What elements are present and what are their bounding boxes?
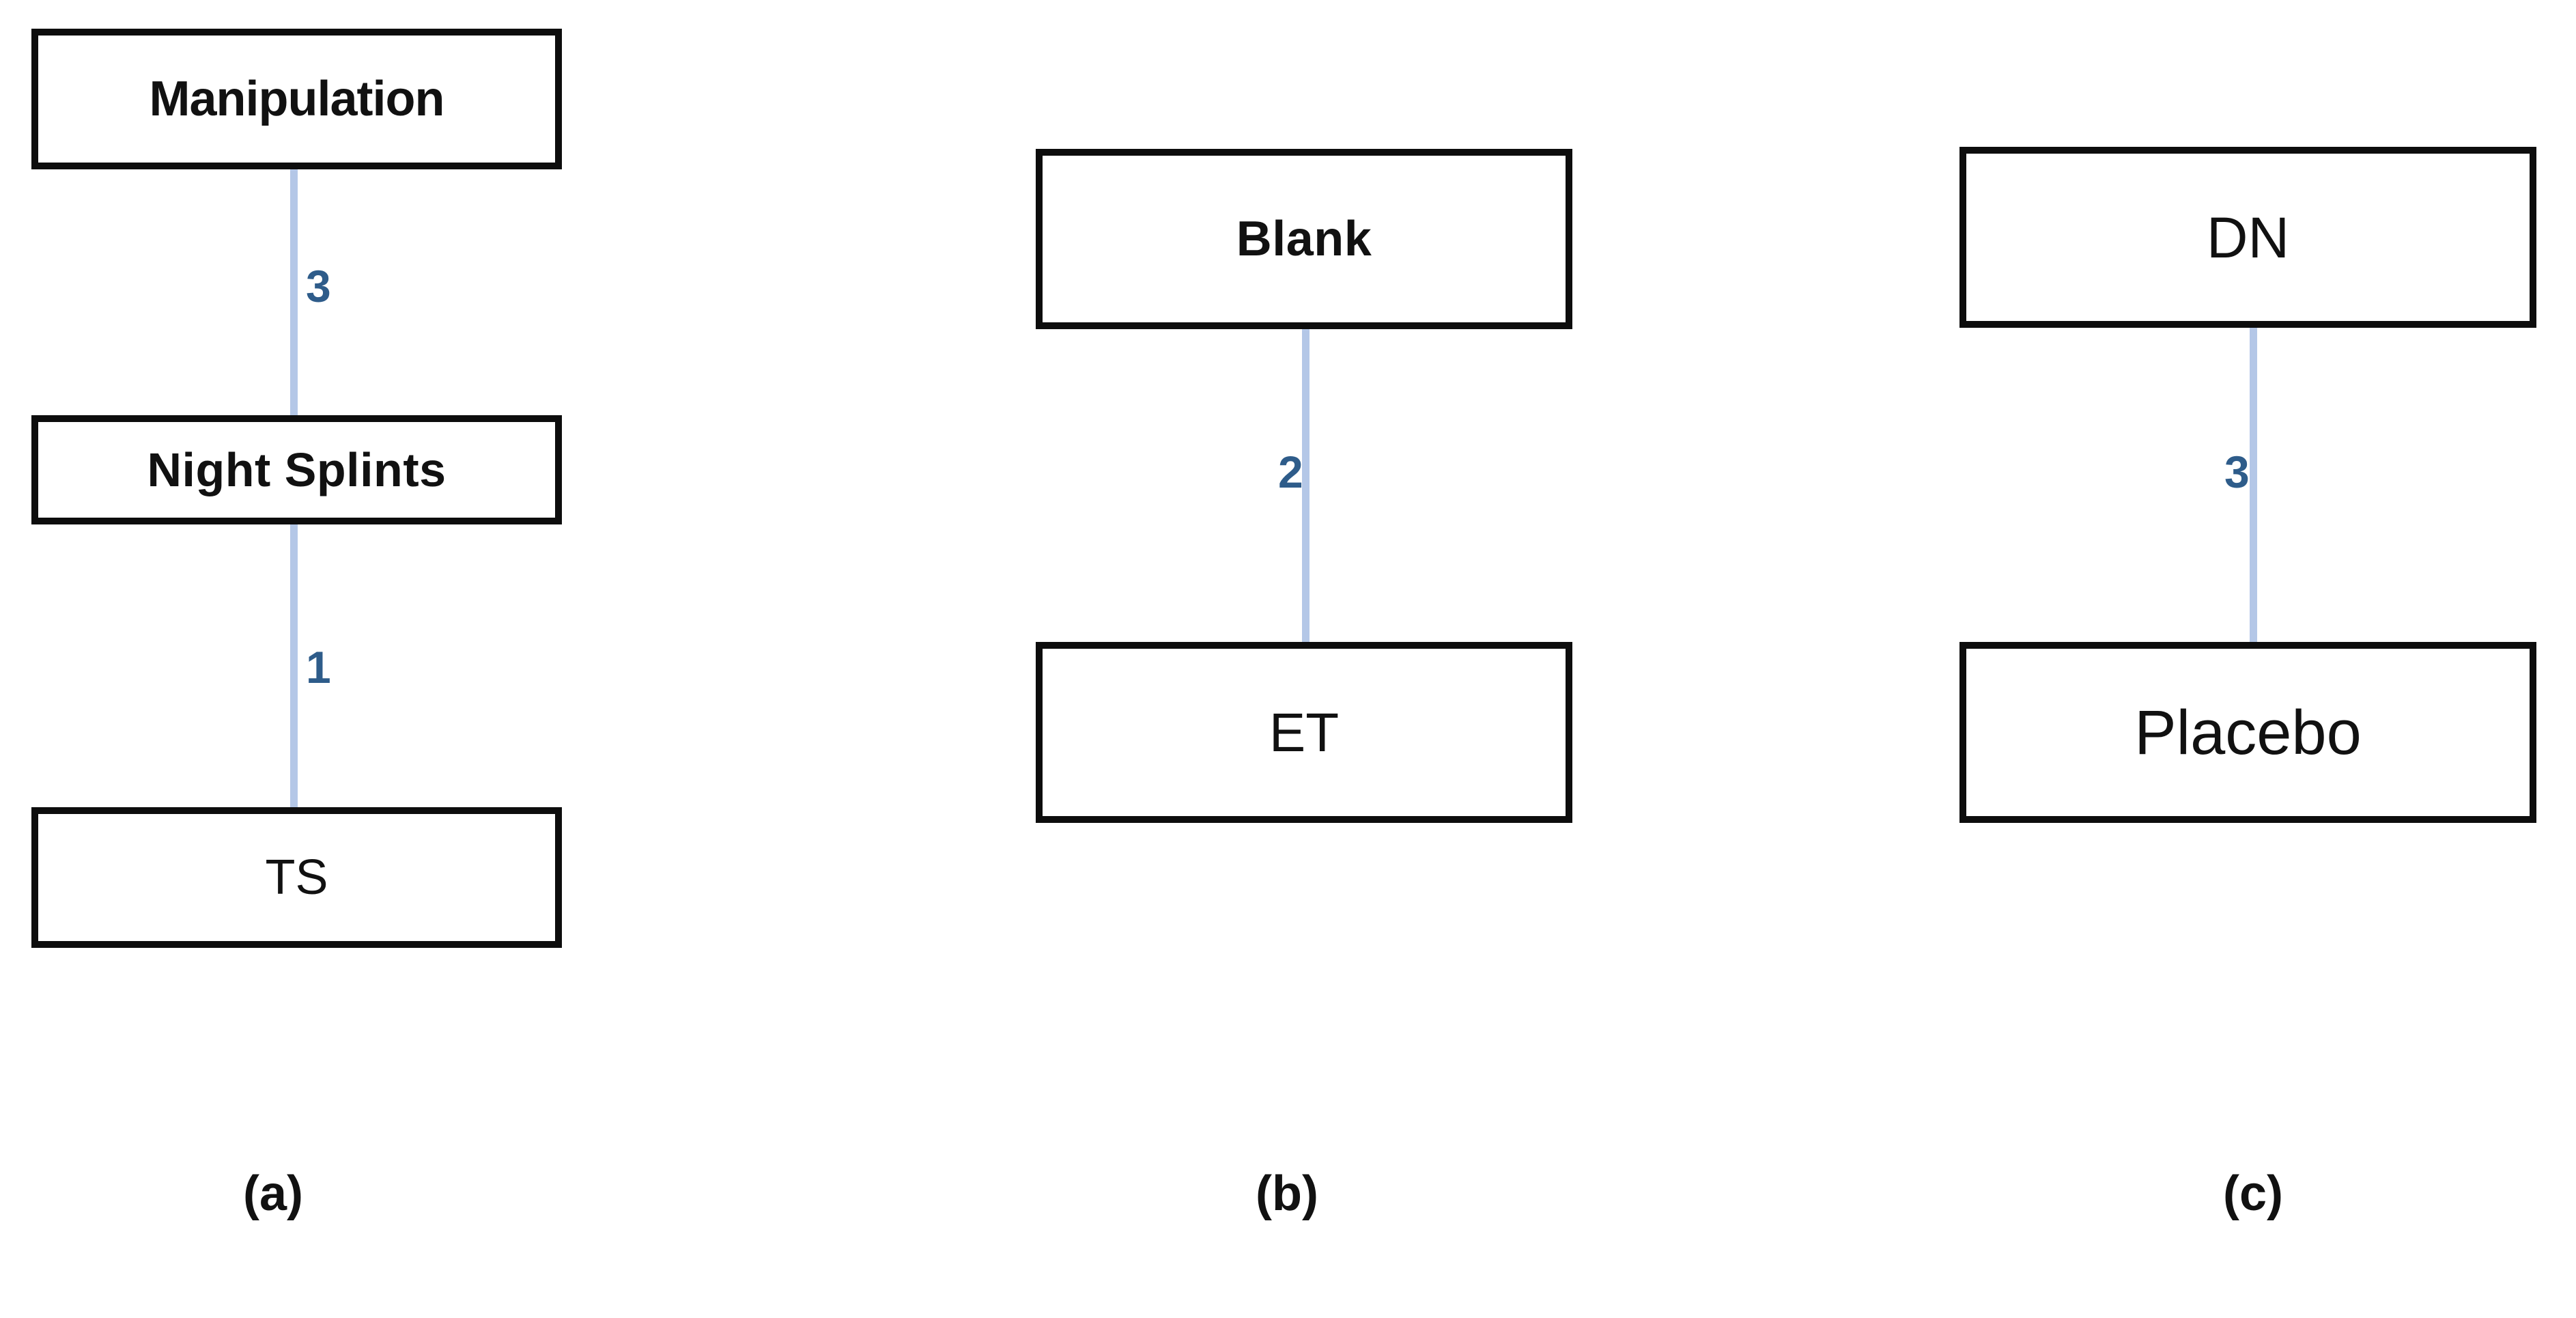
node-manipulation[interactable]: Manipulation <box>31 29 562 169</box>
panel-caption-b: (b) <box>1256 1166 1318 1221</box>
edge-label-dn-placebo: 3 <box>2224 447 2250 497</box>
edge-label-nightsplints-ts: 1 <box>306 642 331 692</box>
node-label-blank: Blank <box>1236 212 1372 266</box>
node-night-splints[interactable]: Night Splints <box>31 415 562 524</box>
panel-caption-a: (a) <box>243 1166 303 1221</box>
node-label-placebo: Placebo <box>2134 697 2362 768</box>
node-label-dn: DN <box>2206 205 2290 270</box>
edge-line-nightsplints-ts <box>290 523 298 809</box>
node-blank[interactable]: Blank <box>1036 149 1572 329</box>
node-ts[interactable]: TS <box>31 807 562 948</box>
node-et[interactable]: ET <box>1036 642 1572 823</box>
node-label-et: ET <box>1269 701 1340 763</box>
panel-caption-c: (c) <box>2223 1166 2283 1221</box>
edge-line-manipulation-nightsplints <box>290 169 298 417</box>
node-label-night-splints: Night Splints <box>147 443 447 496</box>
node-label-manipulation: Manipulation <box>149 72 445 126</box>
node-placebo[interactable]: Placebo <box>1959 642 2536 823</box>
node-label-ts: TS <box>265 850 328 905</box>
edge-line-dn-placebo <box>2250 328 2257 643</box>
edge-label-manipulation-nightsplints: 3 <box>306 261 331 311</box>
edge-label-blank-et: 2 <box>1278 447 1303 497</box>
edge-line-blank-et <box>1302 329 1310 643</box>
node-dn[interactable]: DN <box>1959 147 2536 328</box>
